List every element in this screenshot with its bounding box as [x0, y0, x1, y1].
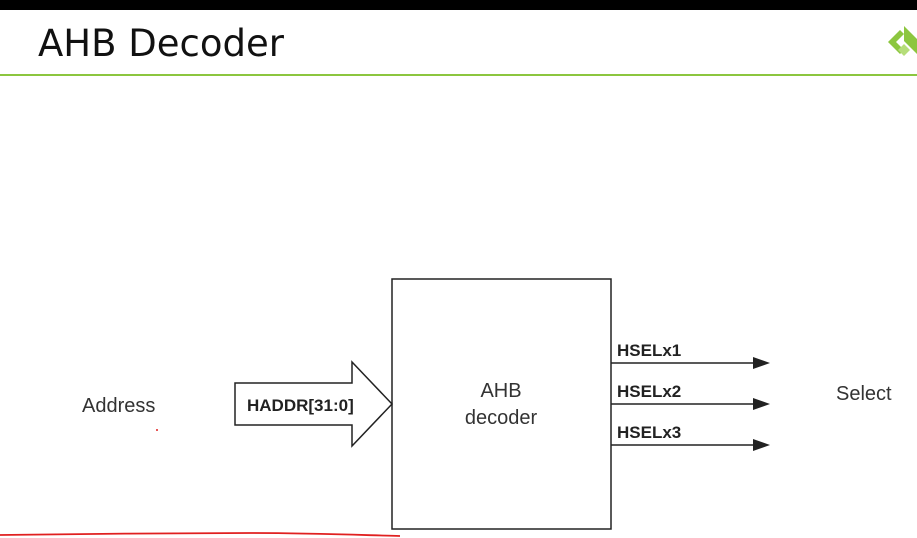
- hselx3-label: HSELx3: [617, 423, 681, 442]
- decoder-label-line1: AHB: [480, 380, 521, 402]
- decoder-block: [391, 278, 612, 530]
- hselx2-label: HSELx2: [617, 382, 681, 401]
- hselx1-arrowhead: [753, 357, 770, 369]
- red-annotation-dot: [156, 429, 158, 431]
- red-annotation-underline: [0, 532, 401, 537]
- hselx3-arrowhead: [753, 439, 770, 451]
- company-logo-icon: [888, 26, 917, 56]
- address-label: Address: [82, 395, 155, 417]
- top-bar: [0, 0, 917, 10]
- haddr-bus-label: HADDR[31:0]: [247, 396, 354, 415]
- slide-title: AHB Decoder: [38, 22, 284, 65]
- decoder-label-line2: decoder: [465, 407, 538, 429]
- hselx2-arrowhead: [753, 398, 770, 410]
- title-rule: [0, 74, 917, 76]
- select-label: Select: [836, 383, 892, 405]
- haddr-bus-arrow: [234, 360, 394, 448]
- hselx1-label: HSELx1: [617, 341, 681, 360]
